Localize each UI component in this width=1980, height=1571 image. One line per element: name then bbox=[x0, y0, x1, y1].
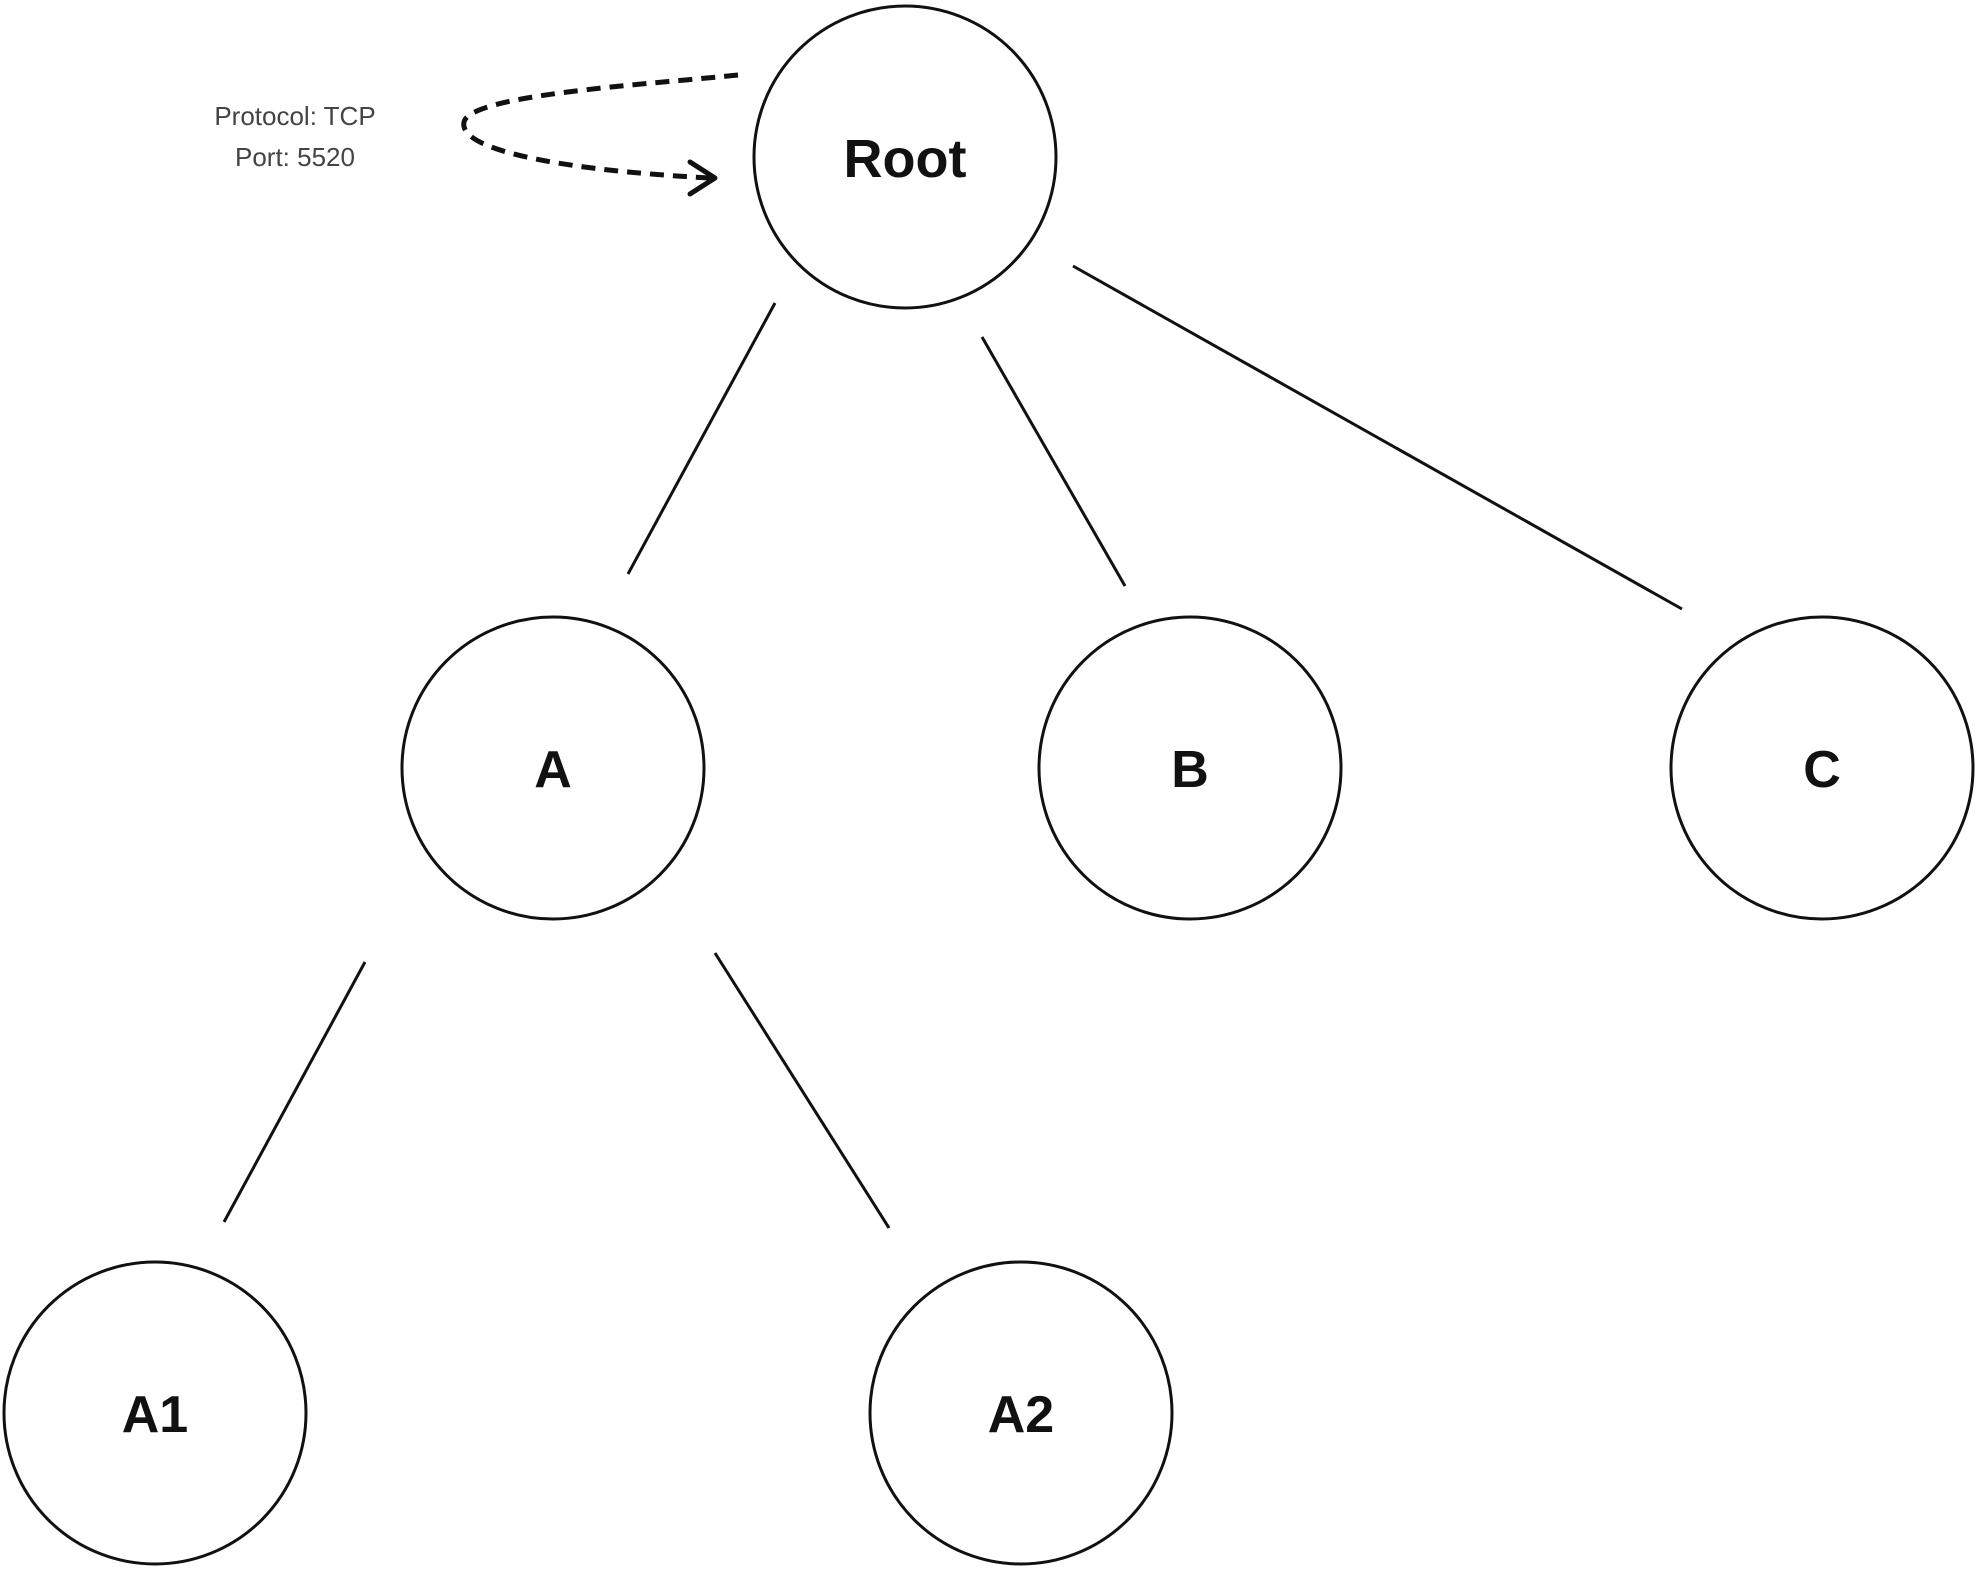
node-a2: A2 bbox=[868, 1260, 1174, 1566]
node-c: C bbox=[1669, 615, 1975, 921]
node-root: Root bbox=[752, 4, 1058, 310]
node-a-label: A bbox=[534, 741, 572, 799]
node-root-label: Root bbox=[844, 129, 967, 189]
dashed-connection-arrow bbox=[461, 72, 739, 181]
edge-root-a bbox=[626, 302, 777, 575]
node-a2-label: A2 bbox=[988, 1386, 1054, 1444]
annotation-protocol: Protocol: TCP bbox=[214, 101, 375, 131]
node-a: A bbox=[400, 615, 706, 921]
edge-root-c bbox=[1072, 264, 1683, 611]
node-b: B bbox=[1037, 615, 1343, 921]
edge-a-a1 bbox=[222, 961, 367, 1223]
node-c-label: C bbox=[1803, 741, 1841, 799]
annotation-port: Port: 5520 bbox=[235, 142, 355, 172]
node-b-label: B bbox=[1171, 741, 1209, 799]
edge-a-a2 bbox=[713, 952, 891, 1229]
edge-root-b bbox=[980, 336, 1127, 587]
arrow-head-icon bbox=[687, 159, 718, 197]
node-a1-label: A1 bbox=[122, 1386, 188, 1444]
node-a1: A1 bbox=[2, 1260, 308, 1566]
